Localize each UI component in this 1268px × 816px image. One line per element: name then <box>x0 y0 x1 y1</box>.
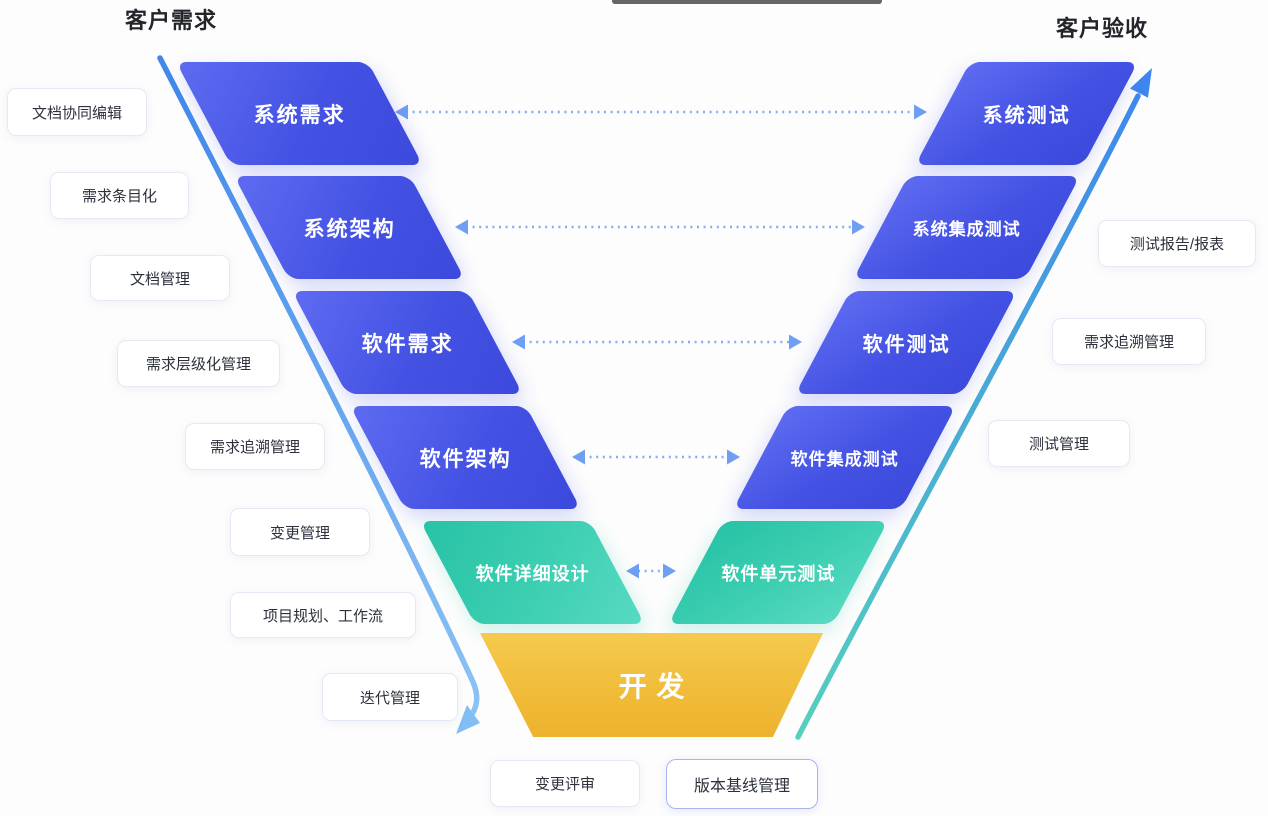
stage-label: 软件详细设计 <box>475 563 590 584</box>
tool-chip-iteration-management: 迭代管理 <box>322 673 458 721</box>
stage-development: 开发 <box>480 633 823 737</box>
trace-arrow-row5 <box>626 563 676 579</box>
tool-chip-requirement-traceability-left: 需求追溯管理 <box>185 423 325 470</box>
left-v-arm-arrow <box>157 55 480 734</box>
tool-chip-doc-collab-editing: 文档协同编辑 <box>7 88 147 136</box>
stage-label: 软件架构 <box>419 447 512 471</box>
tool-chip-requirement-itemization: 需求条目化 <box>50 172 189 219</box>
trace-arrow-row1 <box>395 104 927 120</box>
customer-acceptance-title: 客户验收 <box>1056 16 1149 41</box>
stage-label: 系统架构 <box>303 217 396 241</box>
stage-label: 软件集成测试 <box>790 450 899 469</box>
arrowhead-down-icon <box>456 705 480 734</box>
arrowhead-up-icon <box>1130 68 1152 98</box>
tool-chip-version-baseline-management: 版本基线管理 <box>666 759 818 809</box>
stage-label: 系统集成测试 <box>912 220 1021 239</box>
trace-arrow-row2 <box>455 219 865 235</box>
stage-label: 系统需求 <box>253 103 346 127</box>
stage-label: 软件单元测试 <box>721 563 836 584</box>
trace-arrow-row4 <box>572 449 740 465</box>
tool-chip-requirement-hierarchy-management: 需求层级化管理 <box>117 340 280 387</box>
tool-chip-test-report: 测试报告/报表 <box>1098 220 1256 267</box>
tool-chip-project-planning-workflow: 项目规划、工作流 <box>230 592 416 638</box>
tool-chip-change-review: 变更评审 <box>490 760 640 807</box>
cropped-element-edge <box>612 0 882 4</box>
stage-label: 软件需求 <box>361 332 454 356</box>
stage-label: 系统测试 <box>982 105 1071 127</box>
tool-chip-requirement-traceability-right: 需求追溯管理 <box>1052 318 1206 365</box>
stage-label: 开发 <box>618 671 695 702</box>
tool-chip-change-management: 变更管理 <box>230 508 370 556</box>
stage-label: 软件测试 <box>862 334 951 356</box>
tool-chip-document-management: 文档管理 <box>90 255 230 301</box>
tool-chip-test-management: 测试管理 <box>988 420 1130 467</box>
customer-requirements-title: 客户需求 <box>125 8 218 33</box>
trace-arrow-row3 <box>512 334 802 350</box>
right-v-arm-arrow <box>795 68 1152 740</box>
